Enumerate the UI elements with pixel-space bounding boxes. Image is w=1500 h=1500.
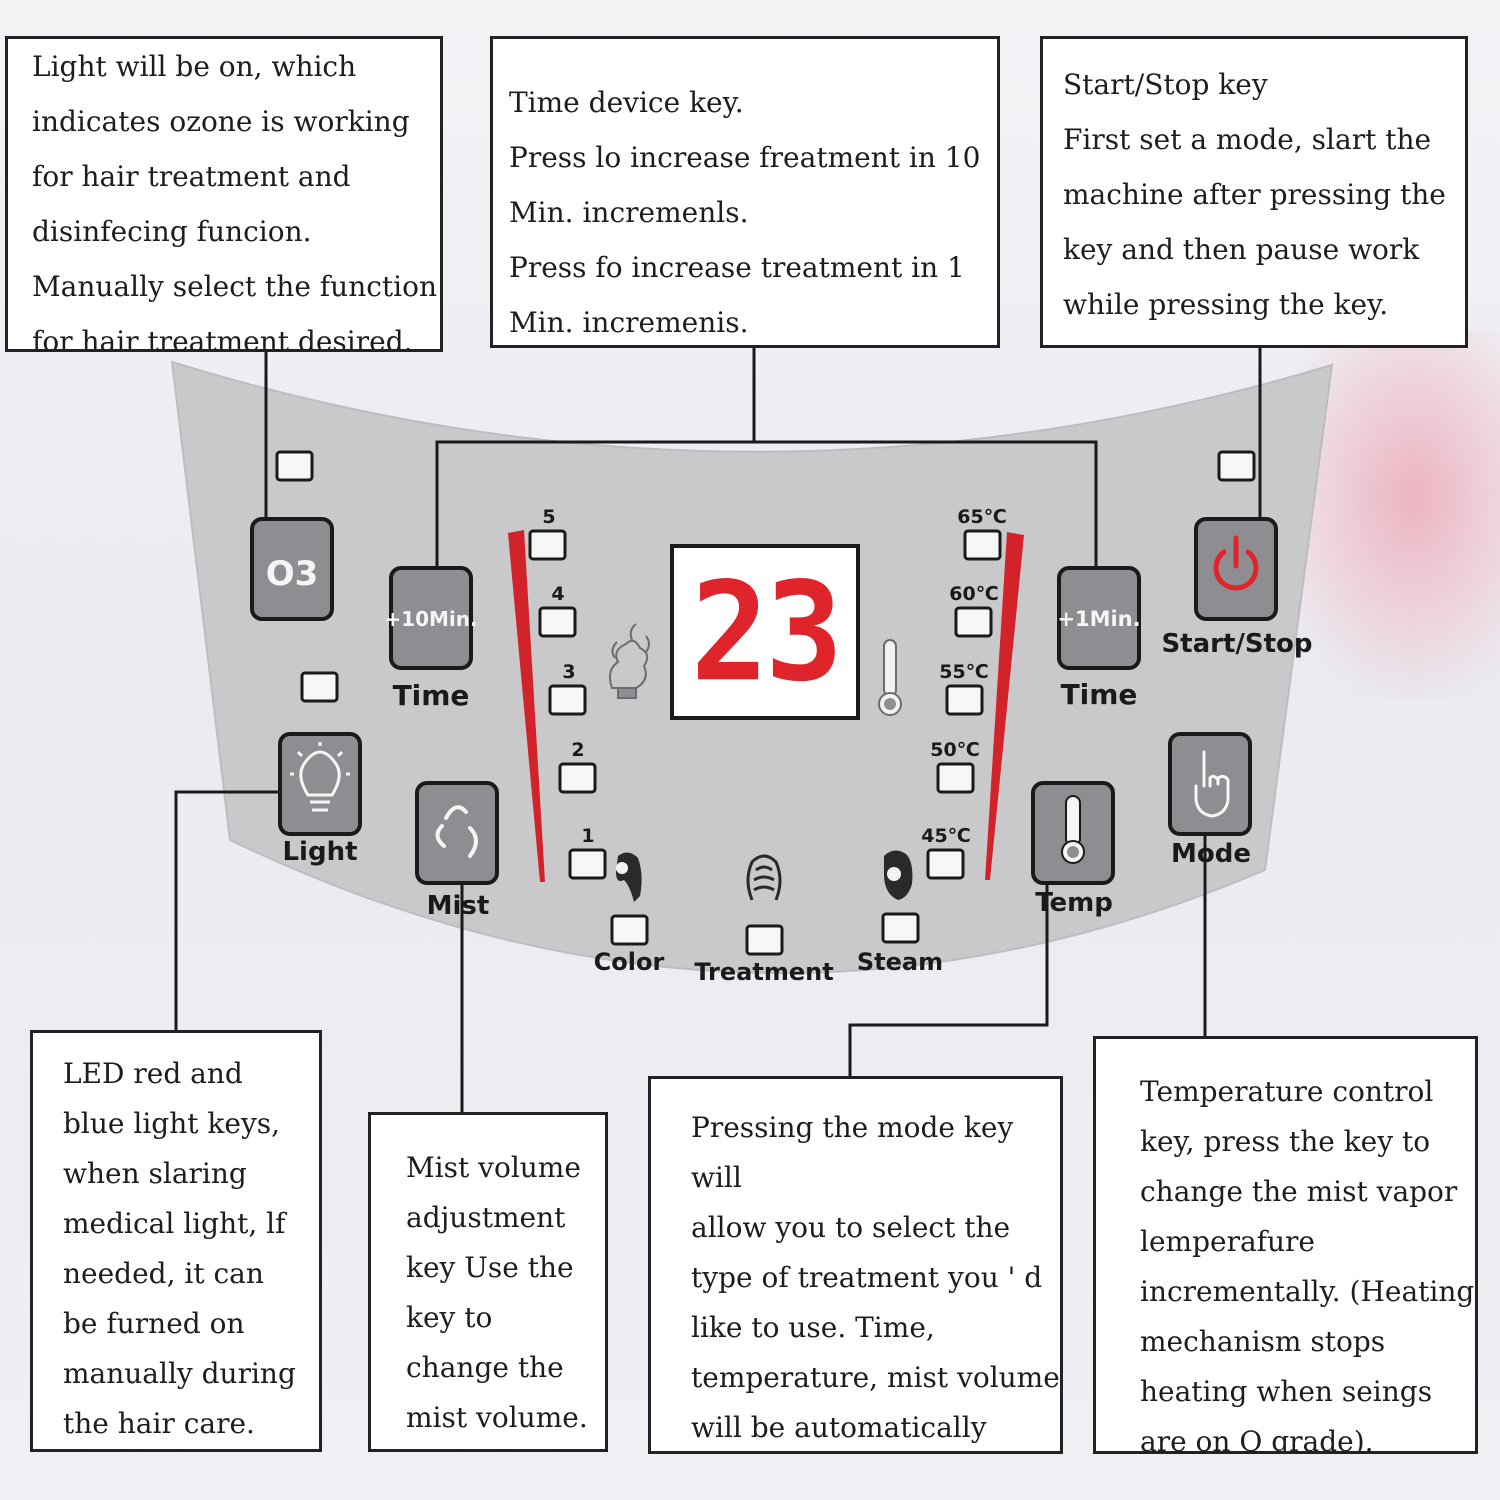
note-temp: Temperature control key, press the key t… [1093, 1036, 1478, 1454]
mist-level-led-3 [548, 684, 587, 716]
mode-key[interactable] [1168, 732, 1252, 836]
temp-key[interactable] [1031, 781, 1115, 885]
connector-lines [174, 346, 1262, 1114]
digital-display [670, 544, 860, 720]
temp-level-led-50 [936, 762, 975, 794]
mist-level-label-1: 1 [581, 825, 594, 847]
time-10min-label: Time [393, 679, 470, 712]
temp-level-led-60 [954, 606, 993, 638]
time-10min-key-text: +10Min. [384, 607, 477, 631]
temp-level-led-45 [926, 848, 965, 880]
temp-label: Temp [1035, 888, 1113, 918]
note-time-text: Time device key. Press lo increase freat… [509, 86, 981, 339]
thermometer-icon [1061, 795, 1085, 864]
time-1min-label: Time [1061, 678, 1138, 711]
mode-color: Color [594, 852, 665, 976]
ozone-icon: O3 [266, 554, 319, 594]
mist-key[interactable] [415, 781, 499, 885]
note-ozone: Light will be on, which indicates ozone … [5, 36, 443, 352]
mist-level-label-5: 5 [542, 506, 555, 528]
thermometer-icon [878, 639, 902, 716]
steam-mode-led [881, 912, 920, 944]
note-temp-text: Temperature control key, press the key t… [1140, 1075, 1475, 1454]
ozone-key[interactable]: O3 [250, 517, 334, 621]
time-1min-key[interactable]: +1Min. [1057, 566, 1141, 670]
connector-light [174, 790, 280, 1032]
indicator-leds [275, 450, 1256, 703]
color-mode-led [610, 914, 649, 946]
note-mist: Mist volume adjustment key Use the key t… [368, 1112, 608, 1452]
head-color-icon [616, 852, 642, 902]
temp-red-scale [985, 532, 1024, 880]
note-mode-text: Pressing the mode key will allow you to … [691, 1111, 1060, 1444]
connector-mode [848, 880, 1049, 1078]
color-mode-label: Color [594, 948, 665, 976]
mist-red-scale [508, 530, 545, 882]
mist-level-led-1 [568, 848, 607, 880]
mist-icon [435, 805, 478, 858]
mode-treatment: Treatment [694, 854, 834, 986]
note-mode: Pressing the mode key will allow you to … [648, 1076, 1063, 1454]
mist-level-scale: 5 4 3 2 1 [508, 506, 607, 882]
steam-mode-label: Steam [857, 948, 943, 976]
mode-steam: Steam [857, 850, 943, 976]
head-steam-icon [884, 850, 913, 900]
mist-level-led-4 [538, 606, 577, 638]
note-time: Time device key. Press lo increase freat… [490, 36, 1000, 348]
start-stop-label: Start/Stop [1161, 629, 1312, 659]
connector-time-left [435, 346, 756, 570]
mist-level-led-2 [558, 762, 597, 794]
light-key[interactable] [278, 732, 362, 836]
light-label: Light [282, 837, 357, 867]
time-10min-key[interactable]: +10Min. [384, 566, 478, 670]
hand-pointer-icon [1194, 750, 1230, 818]
note-start-stop-text: Start/Stop key First set a mode, slart t… [1063, 68, 1446, 321]
temp-level-led-65 [963, 529, 1002, 561]
temp-level-label-50: 50℃ [930, 739, 979, 761]
ozone-led [275, 450, 314, 482]
head-treatment-icon [746, 854, 782, 901]
start-stop-led [1217, 450, 1256, 482]
mode-label: Mode [1171, 839, 1251, 869]
connector-time-right [754, 440, 1098, 570]
temp-level-label-65: 65℃ [957, 506, 1006, 528]
note-light-text: LED red and blue light keys, when slarin… [63, 1057, 296, 1440]
treatment-mode-led [745, 924, 784, 956]
time-1min-key-text: +1Min. [1057, 607, 1140, 631]
temp-level-scale: 65℃ 60℃ 55℃ 50℃ 45℃ [921, 506, 1024, 880]
mist-label: Mist [427, 891, 490, 921]
power-icon [1213, 535, 1259, 591]
light-led [300, 671, 339, 703]
note-ozone-text: Light will be on, which indicates ozone … [32, 50, 438, 352]
mist-level-label-2: 2 [571, 739, 584, 761]
mist-level-label-3: 3 [562, 661, 575, 683]
note-start-stop: Start/Stop key First set a mode, slart t… [1040, 36, 1468, 348]
temp-level-label-55: 55℃ [939, 661, 988, 683]
treatment-mode-label: Treatment [694, 958, 833, 986]
temp-level-led-55 [945, 684, 984, 716]
bulb-icon [290, 742, 350, 812]
mist-level-label-4: 4 [551, 583, 564, 605]
steam-head-icon [609, 623, 650, 699]
temp-level-label-60: 60℃ [949, 583, 998, 605]
mist-level-led-5 [528, 529, 567, 561]
note-light: LED red and blue light keys, when slarin… [30, 1030, 322, 1452]
start-stop-key[interactable] [1194, 517, 1278, 621]
temp-level-label-45: 45℃ [921, 825, 970, 847]
note-mist-text: Mist volume adjustment key Use the key t… [406, 1151, 588, 1434]
